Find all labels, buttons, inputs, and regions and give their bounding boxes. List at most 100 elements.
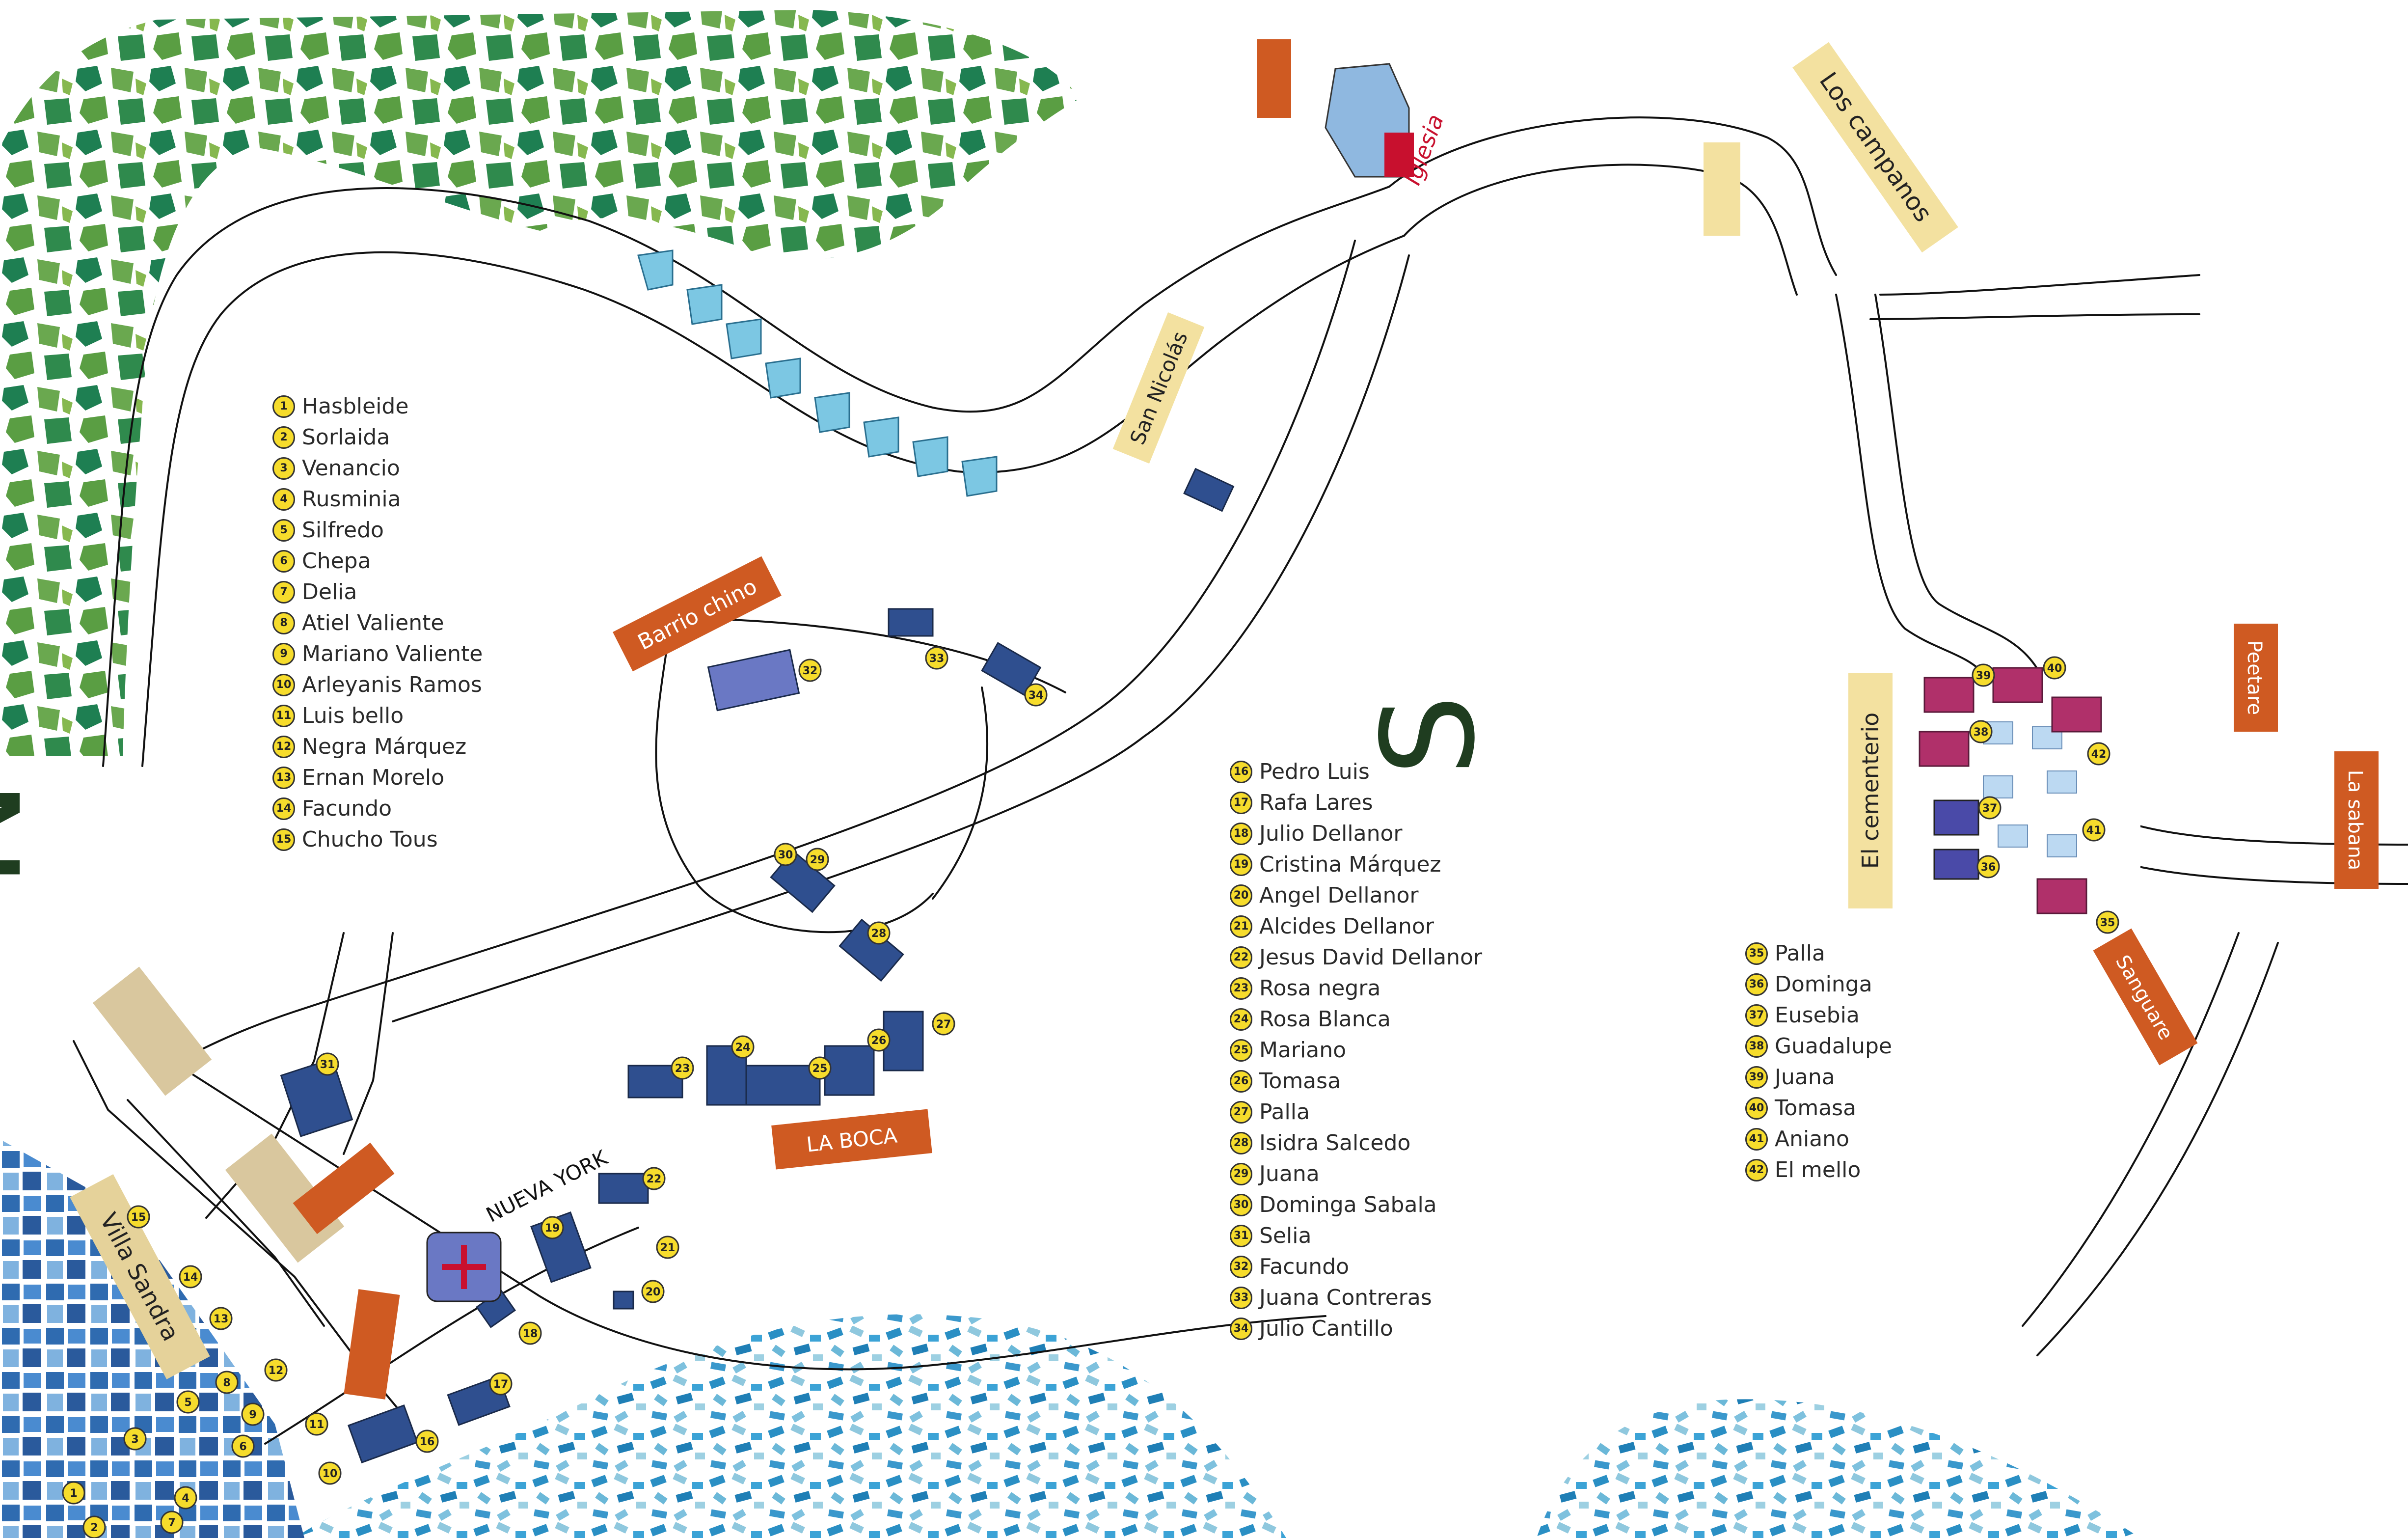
house-marker-number: 23 [675,1063,690,1075]
number-marker-icon: 37 [1745,1004,1768,1027]
house-marker-34: 34 [1024,683,1048,707]
house-marker-number: 32 [803,665,818,677]
house-marker-number: 41 [2086,824,2102,837]
house-marker-40: 40 [2043,656,2066,680]
legend-name: Atiel Valiente [302,610,444,635]
houses-la-boca [280,467,1235,1464]
house-marker-number: 31 [320,1059,335,1071]
house-marker-22: 22 [642,1167,666,1190]
legend-name: Mariano Valiente [302,641,483,666]
number-marker-icon: 19 [1230,853,1252,876]
legend-item: 39 Juana [1745,1062,1892,1093]
house-marker-number: 5 [184,1397,191,1409]
legend-name: Venancio [302,456,400,481]
legend-item: 19 Cristina Márquez [1230,849,1482,880]
house-marker-18: 18 [518,1321,542,1345]
house-marker-number: 21 [660,1242,676,1254]
house-marker-38: 38 [1969,720,1993,743]
house-marker-number: 18 [523,1328,538,1340]
house-marker-1: 1 [62,1481,85,1505]
legend-name: Jesus David Dellanor [1259,945,1483,970]
number-marker-icon: 2 [272,426,295,449]
house-marker-5: 5 [176,1390,200,1414]
church-small-nueva-york [426,1232,502,1302]
legend-name: Palla [1775,941,1825,966]
legend-name: Juana [1775,1065,1835,1090]
house-marker-26: 26 [867,1028,891,1052]
house-marker-33: 33 [925,646,948,670]
house-marker-number: 29 [810,854,825,866]
label-barrio-chino: Barrio chino [613,556,782,672]
nueva-york-label: NUEVA YORK [482,1145,612,1227]
compass-north: N [0,779,54,889]
house-marker-21: 21 [656,1236,679,1259]
legend-name: Chepa [302,549,371,574]
legend-item: 27 Palla [1230,1097,1482,1127]
number-marker-icon: 12 [272,735,295,758]
number-marker-icon: 25 [1230,1039,1252,1062]
house-marker-4: 4 [174,1486,197,1510]
house-marker-number: 2 [90,1522,98,1534]
legend-name: Delia [302,579,357,604]
water-area-east [1537,1399,2140,1538]
el-cementerio-text: El cementerio [1857,713,1884,869]
label-la-sabana: La sabana [2334,751,2379,889]
house-marker-number: 6 [239,1441,246,1453]
house-marker-25: 25 [808,1056,832,1080]
legend-name: Sorlaida [302,425,390,450]
legend-name: Luis bello [302,703,404,728]
house-marker-number: 7 [168,1517,175,1529]
house-marker-number: 14 [183,1271,198,1284]
house-marker-number: 33 [929,653,945,665]
house-marker-number: 8 [223,1377,230,1389]
house-marker-12: 12 [264,1358,288,1382]
legend-name: Angel Dellanor [1259,883,1419,908]
number-marker-icon: 27 [1230,1100,1252,1124]
number-marker-icon: 35 [1745,942,1768,965]
house-marker-number: 27 [936,1018,951,1031]
house-marker-42: 42 [2087,742,2110,766]
legend-name: Silfredo [302,518,384,543]
legend-name: Rusminia [302,487,401,512]
house-marker-29: 29 [806,848,829,871]
house-marker-number: 17 [493,1378,509,1391]
house-marker-number: 19 [545,1222,560,1235]
legend-name: Mariano [1259,1038,1347,1063]
number-marker-icon: 28 [1230,1131,1252,1154]
house-marker-number: 1 [70,1487,77,1500]
legend-name: Tomasa [1775,1096,1857,1121]
legend-name: Arleyanis Ramos [302,672,482,697]
legend-name: Palla [1259,1099,1310,1125]
legend-name: Dominga Sabala [1259,1192,1437,1217]
house-marker-19: 19 [541,1216,564,1239]
number-marker-icon: 16 [1230,760,1252,783]
house-marker-32: 32 [798,659,822,682]
number-marker-icon: 13 [272,766,295,789]
cemetery [1919,667,2140,914]
house-marker-37: 37 [1978,796,2002,820]
number-marker-icon: 39 [1745,1066,1768,1089]
legend-name: Cristina Márquez [1259,852,1441,877]
number-marker-icon: 3 [272,457,295,480]
house-marker-9: 9 [241,1402,265,1426]
church [1325,63,1414,178]
legend-item: 3 Venancio [272,453,483,484]
number-marker-icon: 32 [1230,1255,1252,1278]
number-marker-icon: 8 [272,611,295,634]
house-marker-number: 35 [2100,917,2115,929]
house-marker-number: 40 [2047,662,2062,675]
legend-item: 25 Mariano [1230,1035,1482,1066]
